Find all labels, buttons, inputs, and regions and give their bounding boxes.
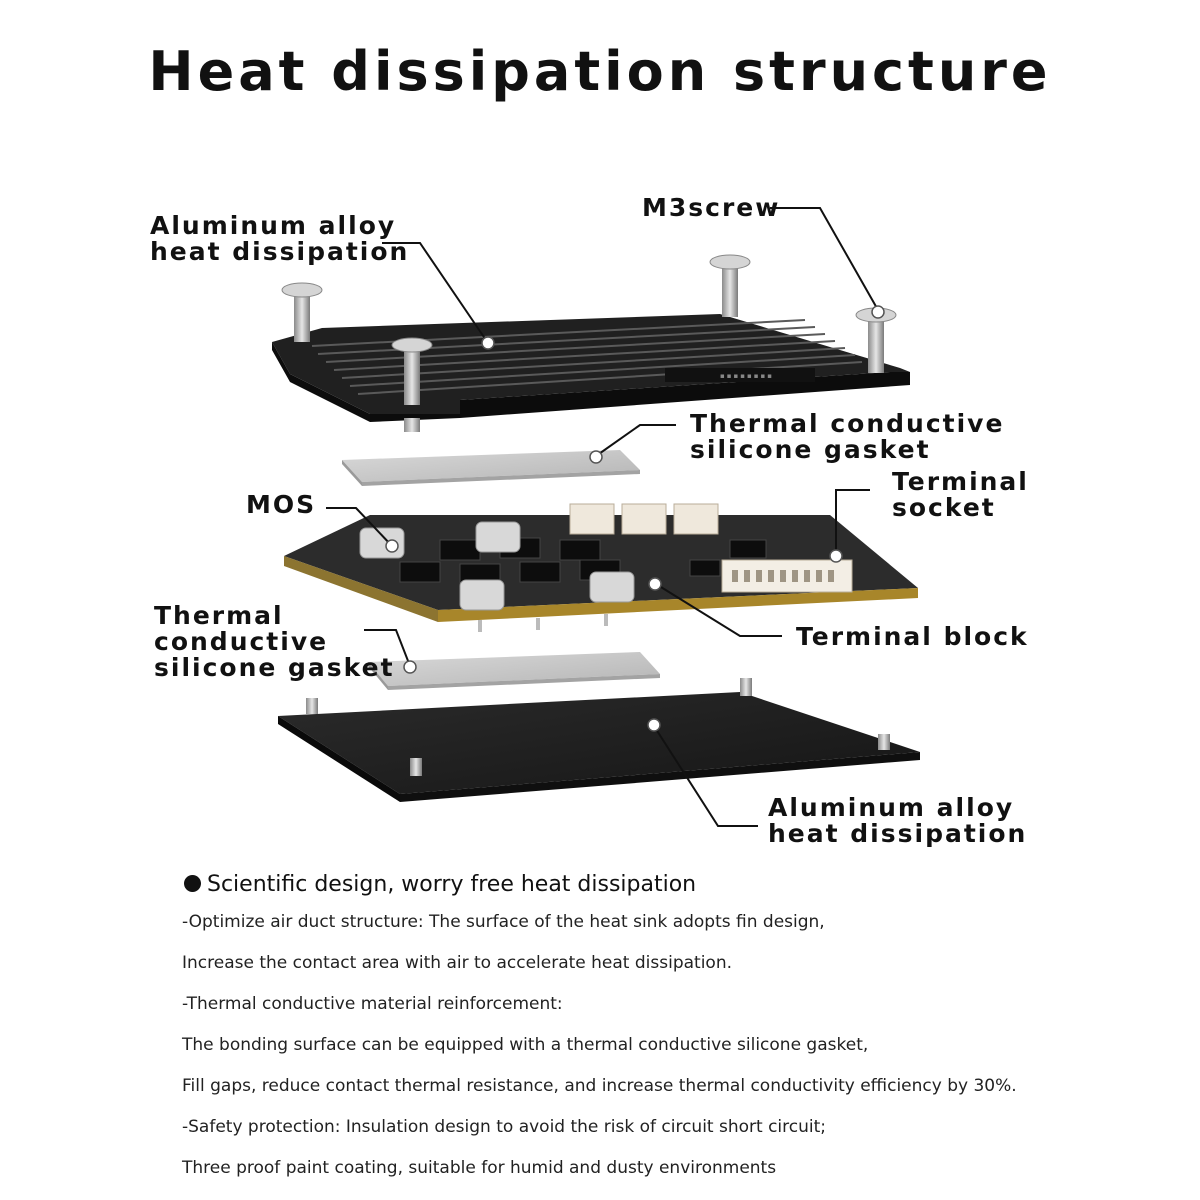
description-heading: Scientific design, worry free heat dissi… bbox=[182, 868, 1172, 902]
callout-lines bbox=[326, 207, 879, 827]
screw-icon bbox=[281, 282, 323, 342]
page-title: Heat dissipation structure bbox=[148, 40, 1052, 103]
bullet-icon bbox=[184, 874, 201, 892]
bottom-heatsink-plate bbox=[278, 678, 920, 802]
label-terminal-socket-line1: Terminal bbox=[892, 467, 1029, 496]
bottom-silicone-gasket bbox=[368, 652, 660, 690]
feature-description: Scientific design, worry free heat dissi… bbox=[182, 868, 1172, 1189]
terminal-blocks bbox=[359, 521, 635, 611]
label-gasket-bottom-line3: silicone gasket bbox=[154, 653, 395, 682]
description-heading-text: Scientific design, worry free heat dissi… bbox=[207, 872, 697, 897]
top-connectors bbox=[569, 503, 719, 535]
top-heatsink: ▪▪▪▪▪▪▪▪ bbox=[272, 314, 910, 422]
label-terminal-block: Terminal block bbox=[796, 622, 1029, 651]
description-line: Fill gaps, reduce contact thermal resist… bbox=[182, 1076, 1017, 1096]
label-aluminum-bottom-line2: heat dissipation bbox=[768, 819, 1027, 848]
label-gasket-bottom-line1: Thermal bbox=[154, 601, 284, 630]
label-aluminum-top-line1: Aluminum alloy bbox=[150, 211, 396, 240]
top-silicone-gasket bbox=[342, 450, 640, 486]
svg-text:▪▪▪▪▪▪▪▪: ▪▪▪▪▪▪▪▪ bbox=[720, 372, 774, 380]
label-terminal-socket-line2: socket bbox=[892, 493, 996, 522]
description-line: The bonding surface can be equipped with… bbox=[182, 1035, 869, 1055]
label-mos: MOS bbox=[246, 490, 316, 519]
description-line: Increase the contact area with air to ac… bbox=[182, 953, 732, 973]
screw-icon bbox=[709, 254, 751, 317]
m3-screws-top bbox=[281, 254, 897, 432]
terminal-socket bbox=[721, 559, 853, 593]
description-line: Three proof paint coating, suitable for … bbox=[182, 1158, 777, 1178]
label-m3screw: M3screw bbox=[642, 193, 780, 222]
description-line: -Optimize air duct structure: The surfac… bbox=[182, 912, 825, 932]
label-aluminum-bottom-line1: Aluminum alloy bbox=[768, 793, 1014, 822]
callout-dots bbox=[385, 305, 885, 732]
screw-icon bbox=[391, 337, 433, 432]
description-line: -Safety protection: Insulation design to… bbox=[182, 1117, 827, 1137]
exploded-view-diagram: ▪▪▪▪▪▪▪▪ bbox=[150, 193, 1029, 848]
standoffs bbox=[306, 678, 890, 776]
label-gasket-top-line1: Thermal conductive bbox=[690, 409, 1004, 438]
label-aluminum-top-line2: heat dissipation bbox=[150, 237, 409, 266]
label-gasket-top-line2: silicone gasket bbox=[690, 435, 931, 464]
label-gasket-bottom-line2: conductive bbox=[154, 627, 328, 656]
bms-pcb bbox=[284, 503, 918, 632]
callout-labels: Aluminum alloy heat dissipation M3screw … bbox=[150, 193, 1029, 848]
description-line: -Thermal conductive material reinforceme… bbox=[182, 994, 563, 1014]
